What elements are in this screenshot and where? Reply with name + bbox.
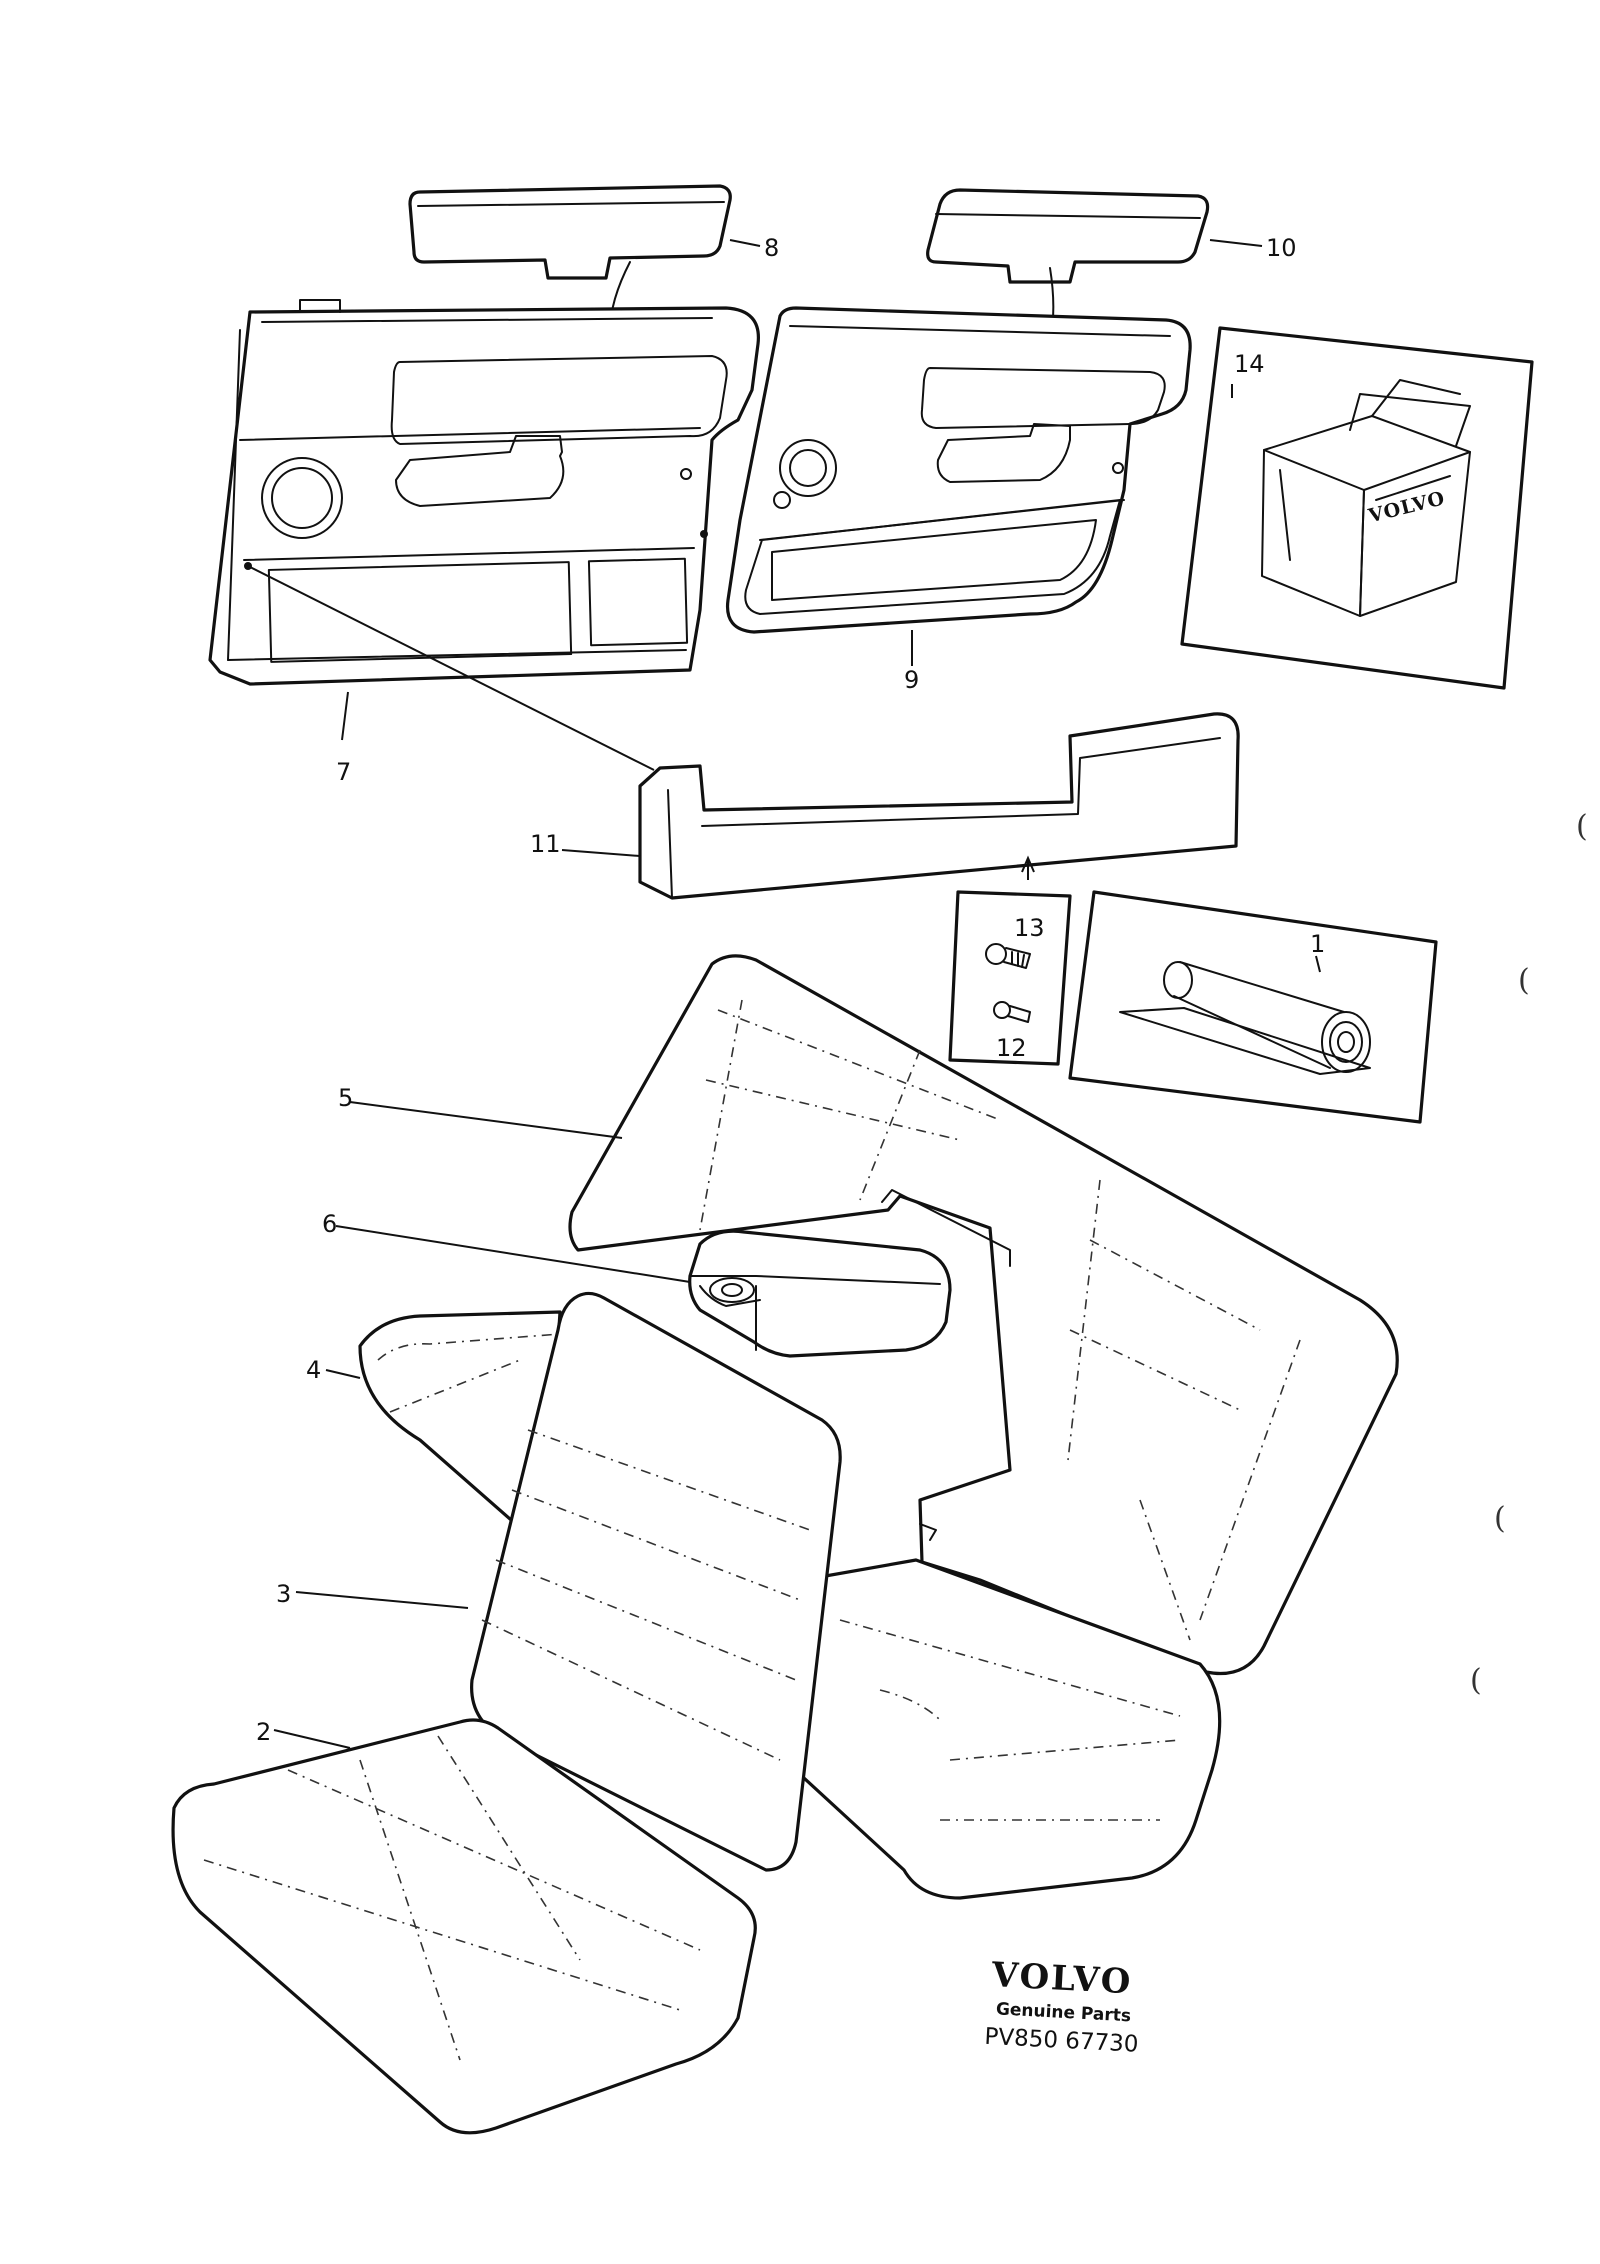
callout-5: 5 xyxy=(338,1084,353,1112)
part-11-trim-panel xyxy=(638,712,1240,900)
callout-14: 14 xyxy=(1234,350,1265,378)
leader-lines xyxy=(247,239,1321,1749)
part-5-rear-backrest xyxy=(568,954,1399,1676)
part-3-front-backrest xyxy=(470,1291,842,1872)
footer-brand-logo: VOLVO xyxy=(990,1955,1134,2002)
footer-subtitle: Genuine Parts xyxy=(995,1999,1131,2026)
callout-4: 4 xyxy=(306,1356,321,1384)
part-1-roll-frame xyxy=(1068,890,1438,1124)
callout-labels: 1 2 3 4 5 6 7 8 9 10 11 12 13 14 xyxy=(256,234,1325,1746)
edge-mark: ( xyxy=(1470,1663,1482,1698)
callout-2: 2 xyxy=(256,1718,271,1746)
callout-6: 6 xyxy=(322,1210,337,1238)
edge-mark: ( xyxy=(1576,809,1588,844)
screw-13-icon xyxy=(985,943,1031,969)
genuine-parts-stamp: VOLVO Genuine Parts PV850 67730 xyxy=(984,1955,1139,2058)
fastener-panel xyxy=(948,890,1072,1066)
edge-marks: ( ( ( ( xyxy=(1470,809,1588,1698)
callout-8: 8 xyxy=(764,234,779,262)
callout-9: 9 xyxy=(904,666,919,694)
callout-13: 13 xyxy=(1014,914,1045,942)
part-6-center-armrest xyxy=(688,1229,952,1358)
callout-7: 7 xyxy=(336,758,351,786)
callout-1: 1 xyxy=(1310,930,1325,958)
callout-10: 10 xyxy=(1266,234,1297,262)
part-9-rear-door-panel xyxy=(725,306,1192,634)
edge-mark: ( xyxy=(1518,963,1530,998)
callout-12: 12 xyxy=(996,1034,1027,1062)
callout-11: 11 xyxy=(530,830,561,858)
footer-part-code: PV850 67730 xyxy=(984,2024,1139,2058)
screw-12-icon xyxy=(993,1001,1031,1023)
part-14-box-frame: VOLVO xyxy=(1180,326,1534,690)
part-2-front-cushion xyxy=(171,1718,757,2135)
callout-3: 3 xyxy=(276,1580,291,1608)
edge-mark: ( xyxy=(1494,1501,1506,1536)
part-7-front-door-panel xyxy=(208,299,760,686)
